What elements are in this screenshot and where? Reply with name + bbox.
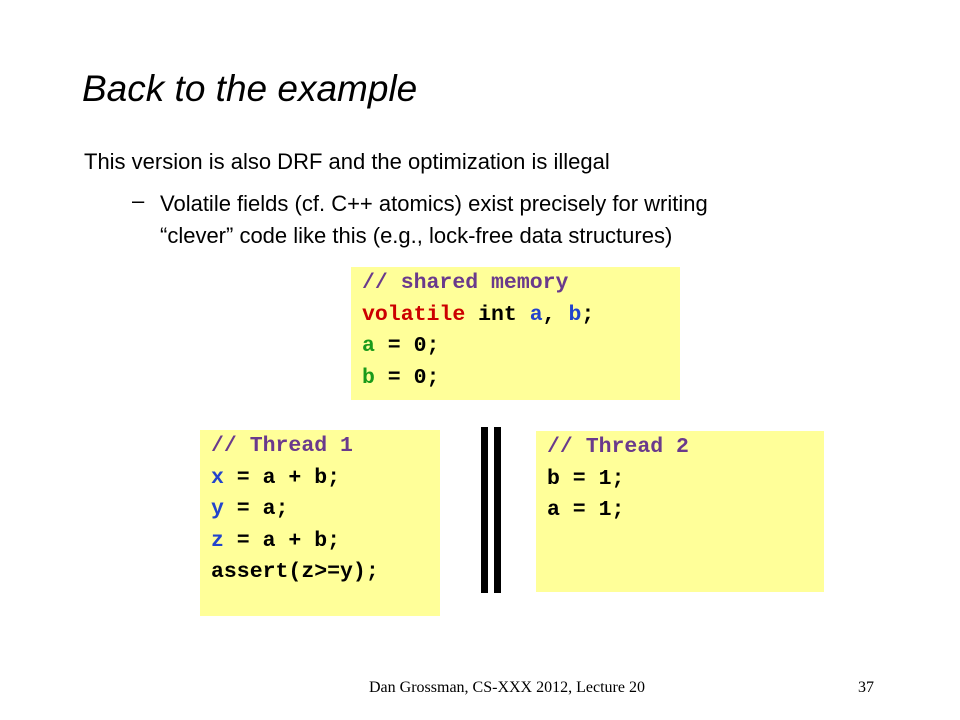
var-y: y: [211, 497, 224, 521]
init-a-var: a: [362, 334, 375, 358]
slide-title: Back to the example: [82, 68, 418, 109]
thread-1-comment: // Thread 1: [211, 434, 353, 458]
line-x-rest: = a + b;: [223, 465, 341, 490]
sub-bullet-line-2: “clever” code like this (e.g., lock-free…: [160, 223, 673, 248]
volatile-keyword: volatile: [362, 302, 466, 327]
thread-1-code-box: // Thread 1 x = a + b; y = a; z = a + b;…: [200, 430, 440, 616]
parallel-bar-left: [481, 427, 488, 593]
var-z: z: [211, 528, 224, 553]
decl-end: ;: [581, 302, 595, 327]
shared-memory-code-box: // shared memory volatile int a, b; a = …: [351, 267, 680, 400]
var-x: x: [211, 465, 224, 490]
sub-bullet-dash: –: [132, 188, 145, 213]
sub-bullet: Volatile fields (cf. C++ atomics) exist …: [160, 188, 860, 252]
sub-bullet-line-1: Volatile fields (cf. C++ atomics) exist …: [160, 191, 708, 216]
slide-number: 37: [858, 679, 874, 696]
var-a: a: [529, 302, 543, 327]
thread-1-line-x: x = a + b;: [211, 463, 440, 495]
init-b-line: b = 0;: [362, 363, 680, 395]
init-b-var: b: [362, 365, 375, 390]
init-b-rest: = 0;: [374, 365, 440, 390]
init-a-rest: = 0;: [374, 334, 440, 358]
thread-2-comment: // Thread 2: [547, 435, 689, 459]
main-bullet: This version is also DRF and the optimiz…: [84, 149, 610, 174]
thread-1-line-z: z = a + b;: [211, 526, 440, 558]
var-b: b: [568, 302, 582, 327]
init-a-line: a = 0;: [362, 331, 680, 363]
parallel-bar-right: [494, 427, 501, 593]
shared-memory-comment: // shared memory: [362, 271, 569, 295]
footer-credit: Dan Grossman, CS-XXX 2012, Lecture 20: [369, 679, 645, 696]
decl-separator: ,: [542, 302, 569, 327]
thread-1-line-y: y = a;: [211, 494, 440, 526]
thread-1-assert: assert(z>=y);: [211, 560, 379, 584]
int-type: int: [465, 302, 530, 327]
thread-2-code-box: // Thread 2 b = 1; a = 1;: [536, 431, 824, 592]
line-z-rest: = a + b;: [223, 528, 341, 553]
line-y-rest: = a;: [223, 497, 289, 521]
volatile-declaration-line: volatile int a, b;: [362, 300, 680, 332]
thread-2-line-b: b = 1;: [547, 466, 625, 491]
thread-2-line-a: a = 1;: [547, 498, 625, 522]
